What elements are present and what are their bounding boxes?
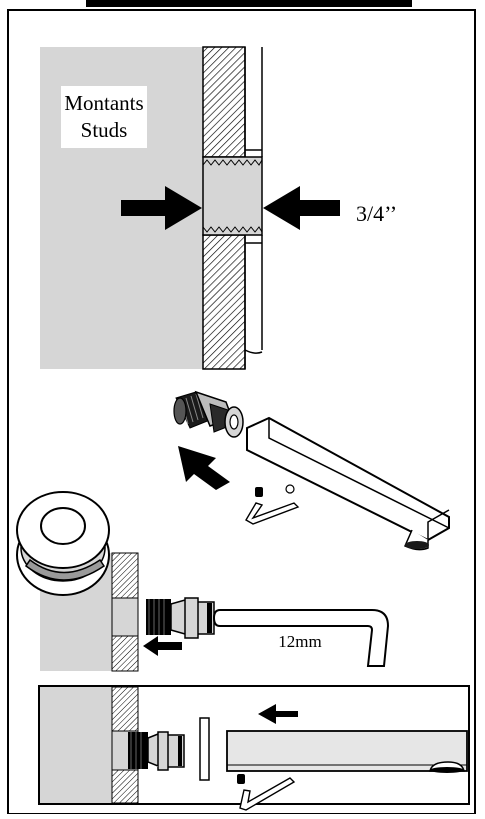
spout — [246, 416, 450, 551]
wall-hatched-lower — [202, 234, 246, 370]
hex-key-size-label: 12mm — [278, 632, 321, 651]
adapter-body-4 — [147, 731, 185, 771]
spout-side — [226, 730, 468, 772]
pipe-size-label: 3/4’’ — [356, 201, 397, 226]
hex-key-12mm — [212, 609, 390, 667]
arrow-left-small-icon — [143, 636, 182, 656]
panel-hex-key: 12mm — [16, 491, 390, 672]
pipe-fitting-3 — [111, 597, 139, 637]
studs-label-en: Studs — [81, 118, 128, 142]
studs-label-box — [61, 86, 147, 148]
panel-wall-studs: Montants Studs 3/4’’ — [40, 46, 397, 370]
wall-hatched-3a — [111, 552, 139, 599]
arrow-left-assembly-icon — [258, 704, 298, 724]
set-screw-icon — [255, 487, 263, 497]
pipe-fitting — [202, 156, 263, 236]
wall-hatched-upper — [202, 46, 246, 158]
pipe-thread-top — [202, 159, 263, 166]
washer-icon — [16, 491, 110, 596]
arrow-left-icon — [263, 186, 340, 230]
adapter-body-3 — [170, 597, 215, 639]
flange-plate — [199, 717, 210, 781]
wall-hatched-3b — [111, 635, 139, 672]
studs-label-fr: Montants — [64, 91, 143, 115]
adapter-fitting — [173, 390, 244, 438]
pipe-thread-bottom — [202, 226, 263, 233]
arrow-up-left-icon — [178, 446, 230, 490]
wall-hatched-4b — [111, 769, 139, 804]
wall-edge-notch — [245, 149, 262, 244]
wall-gray-area-4 — [40, 687, 112, 803]
allen-key-icon — [245, 502, 300, 525]
panel-assembly — [38, 685, 470, 811]
arrow-right-icon — [121, 186, 202, 230]
adapter-threaded-4 — [128, 732, 148, 769]
panel-spout-adapter — [173, 390, 450, 551]
header-bar — [86, 0, 412, 7]
set-screw-4-icon — [237, 774, 245, 784]
allen-key-4-icon — [239, 777, 296, 811]
wall-hatched-4a — [111, 686, 139, 732]
